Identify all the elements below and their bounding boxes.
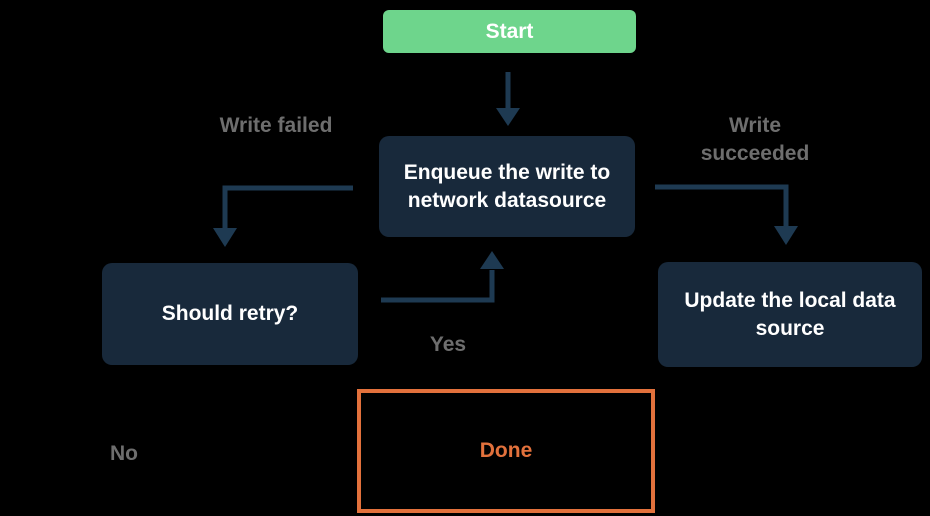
edge-label-write-failed: Write failed xyxy=(219,114,333,137)
node-enqueue-write: Enqueue the write to network datasource xyxy=(379,136,635,237)
node-enqueue-write-label: Enqueue the write to network datasource xyxy=(403,160,611,212)
node-done: Done xyxy=(357,389,655,513)
node-update-local-source: Update the local data source xyxy=(658,262,922,367)
edge-label-yes: Yes xyxy=(429,333,467,356)
node-should-retry-label: Should retry? xyxy=(161,302,299,325)
node-start-label: Start xyxy=(485,19,534,43)
node-start: Start xyxy=(383,10,636,53)
arrow-enqueue-to-update-local xyxy=(655,184,798,245)
node-should-retry: Should retry? xyxy=(102,263,358,365)
node-done-label: Done xyxy=(479,439,533,462)
arrow-start-to-enqueue xyxy=(496,72,520,126)
arrow-should-retry-to-enqueue-yes xyxy=(381,251,504,303)
edge-label-write-succeeded: Write succeeded xyxy=(700,114,810,165)
arrow-enqueue-to-should-retry xyxy=(213,185,353,247)
node-update-local-source-label: Update the local data source xyxy=(684,288,896,340)
edge-label-no: No xyxy=(110,442,138,465)
